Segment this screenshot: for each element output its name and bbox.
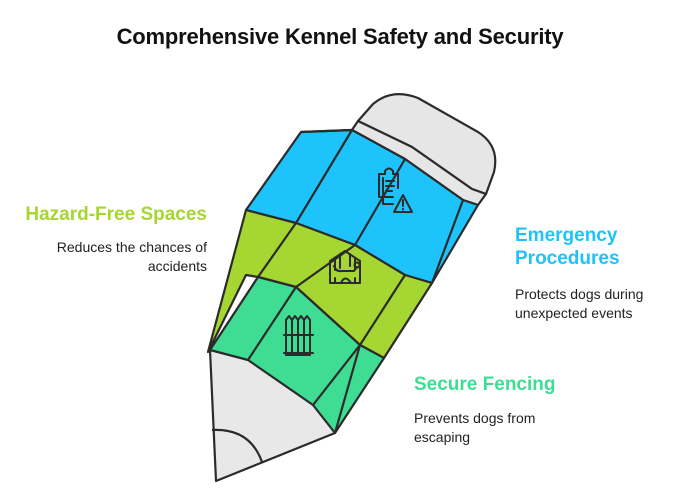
hazard-free-spaces-description-line1: Reduces the chances of [56,239,207,255]
page-title: Comprehensive Kennel Safety and Security [116,24,564,49]
pencil-eraser [356,93,497,196]
emergency-procedures-description: Protects dogs during unexpected events [515,285,643,323]
pencil-tip [208,348,337,483]
dog-house-icon [329,250,361,284]
emergency-procedures-title-line2: Procedures [515,248,620,269]
emergency-procedures-description-line2: unexpected events [515,305,633,321]
emergency-procedures-title: Emergency Procedures [515,224,620,270]
secure-fencing-description-line2: escaping [414,429,471,445]
secure-fencing-title: Secure Fencing [414,374,556,395]
emergency-procedures-description-line1: Protects dogs during [515,286,644,302]
hazard-free-spaces-description: Reduces the chances of accidents [0,238,207,276]
hazard-free-spaces-description-line2: accidents [147,258,207,274]
secure-fencing-description-line1: Prevents dogs from [414,410,536,426]
emergency-procedures-title-line1: Emergency [515,225,618,246]
fence-icon [283,315,314,356]
clipboard-warning-icon [378,167,413,213]
secure-fencing-description: Prevents dogs from escaping [414,409,535,447]
hazard-free-spaces-title: Hazard-Free Spaces [25,204,207,225]
